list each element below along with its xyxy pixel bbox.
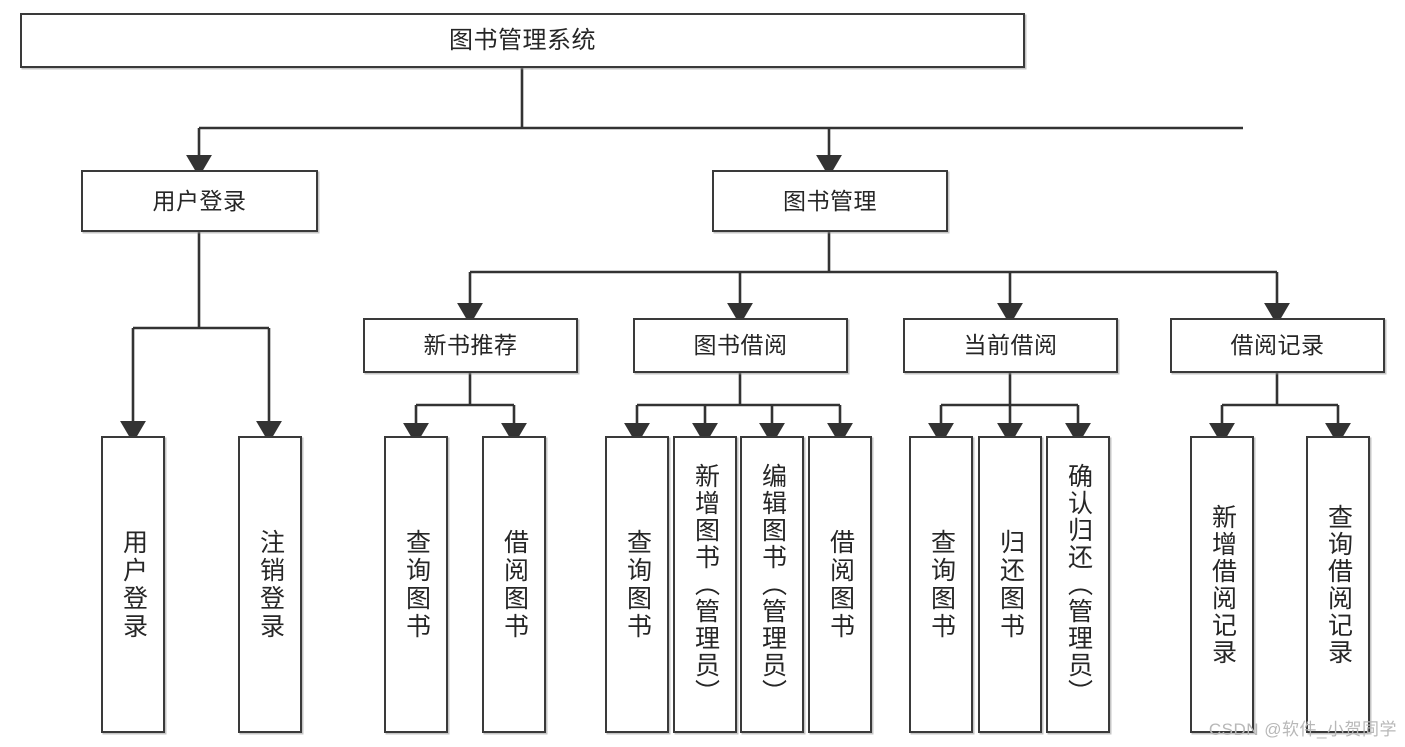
node-leaf-query-book-1[interactable]: 查询图书 (384, 436, 448, 733)
node-user-login-label: 用户登录 (152, 187, 247, 214)
node-new-book-recommend-label: 新书推荐 (423, 332, 518, 359)
node-user-login[interactable]: 用户登录 (81, 170, 318, 232)
node-book-manage-label: 图书管理 (783, 187, 877, 214)
node-leaf-query-book-2[interactable]: 查询图书 (605, 436, 669, 733)
node-leaf-logout-label: 注销登录 (256, 528, 285, 641)
node-leaf-borrow-book-2[interactable]: 借阅图书 (808, 436, 872, 733)
node-leaf-query-book-1-label: 查询图书 (402, 528, 431, 641)
node-leaf-borrow-book-1[interactable]: 借阅图书 (482, 436, 546, 733)
node-leaf-query-book-3[interactable]: 查询图书 (909, 436, 973, 733)
node-current-borrow-label: 当前借阅 (963, 332, 1058, 359)
node-leaf-query-record-label: 查询借阅记录 (1324, 503, 1353, 666)
node-current-borrow[interactable]: 当前借阅 (903, 318, 1118, 373)
node-leaf-query-record[interactable]: 查询借阅记录 (1306, 436, 1370, 733)
node-borrow-record-label: 借阅记录 (1230, 332, 1325, 359)
node-leaf-user-login-label: 用户登录 (119, 528, 148, 641)
node-leaf-add-record[interactable]: 新增借阅记录 (1190, 436, 1254, 733)
node-leaf-add-book[interactable]: 新增图书（管理员） (673, 436, 737, 733)
node-new-book-recommend[interactable]: 新书推荐 (363, 318, 578, 373)
node-leaf-user-login[interactable]: 用户登录 (101, 436, 165, 733)
node-book-manage[interactable]: 图书管理 (712, 170, 948, 232)
node-borrow-record[interactable]: 借阅记录 (1170, 318, 1385, 373)
node-leaf-confirm-return-label: 确认归还（管理员） (1064, 463, 1093, 706)
csdn-watermark: CSDN @软件_小贺同学 (1208, 720, 1397, 739)
node-leaf-edit-book[interactable]: 编辑图书（管理员） (740, 436, 804, 733)
node-leaf-borrow-book-1-label: 借阅图书 (500, 528, 529, 641)
node-leaf-confirm-return[interactable]: 确认归还（管理员） (1046, 436, 1110, 733)
node-book-borrow[interactable]: 图书借阅 (633, 318, 848, 373)
node-leaf-add-book-label: 新增图书（管理员） (691, 463, 720, 706)
node-book-borrow-label: 图书借阅 (693, 332, 788, 359)
node-leaf-add-record-label: 新增借阅记录 (1208, 503, 1237, 666)
node-leaf-edit-book-label: 编辑图书（管理员） (758, 463, 787, 706)
node-leaf-return-book-label: 归还图书 (996, 528, 1025, 641)
node-leaf-query-book-3-label: 查询图书 (927, 528, 956, 641)
node-root[interactable]: 图书管理系统 (20, 13, 1025, 68)
node-root-label: 图书管理系统 (449, 26, 596, 54)
node-leaf-return-book[interactable]: 归还图书 (978, 436, 1042, 733)
node-leaf-logout[interactable]: 注销登录 (238, 436, 302, 733)
node-leaf-query-book-2-label: 查询图书 (623, 528, 652, 641)
node-leaf-borrow-book-2-label: 借阅图书 (826, 528, 855, 641)
